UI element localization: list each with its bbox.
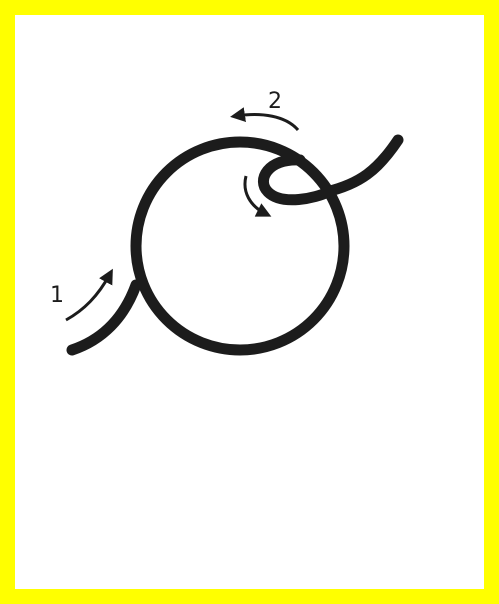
- rope-end-left: [72, 285, 136, 350]
- curved-arrow-left-icon: [236, 115, 298, 130]
- rope-main-loop: [136, 142, 344, 350]
- step-1-label: 1: [50, 283, 64, 308]
- step-2-label: 2: [268, 89, 282, 114]
- curved-arrow-up-right-icon: [66, 274, 110, 320]
- rope-end-right: [326, 140, 398, 192]
